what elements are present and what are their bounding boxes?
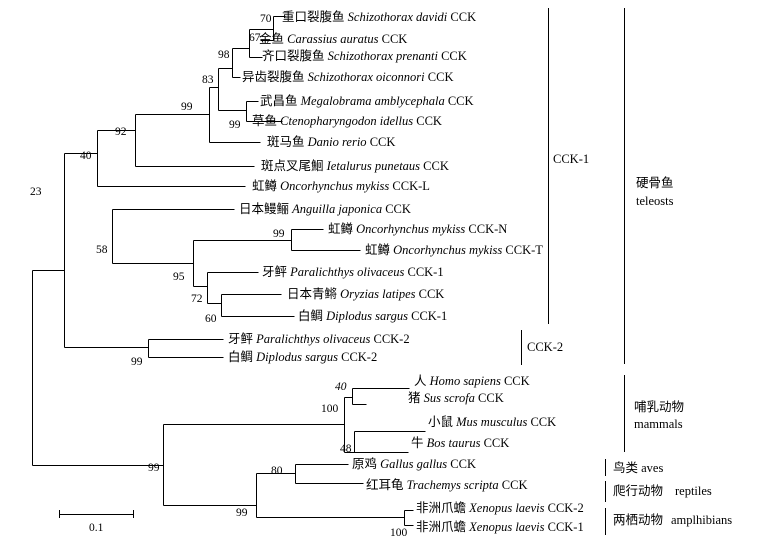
bootstrap-value: 83 [202,74,214,86]
leaf-label: 人 Homo sapiens CCK [414,374,530,388]
leaf-label: 小鼠 Mus musculus CCK [428,414,556,429]
leaf-label: 虹鳟 Oncorhynchus mykiss CCK-L [252,179,430,193]
bootstrap-value: 92 [115,126,127,138]
leaf-label: 虹鳟 Oncorhynchus mykiss CCK-N [328,222,507,236]
bootstrap-value: 70 [260,13,272,25]
leaf-label: 白鲷 Diplodus sargus CCK-1 [298,308,447,323]
leaf-label: 齐口裂腹鱼 Schizothorax prenanti CCK [262,48,467,63]
group-label-reptiles-en: reptiles [675,484,712,498]
group-labels: CCK-1 CCK-2 硬骨鱼 teleosts 哺乳动物 mammals 鸟类… [527,152,732,527]
bootstrap-value: 40 [80,150,92,162]
group-label-cck1: CCK-1 [553,152,589,166]
bootstrap-value: 58 [96,244,108,256]
leaf-label: 牙鲆 Paralichthys olivaceus CCK-2 [228,332,410,346]
group-label-amphibians-en: amplhibians [671,513,732,527]
bootstrap-value: 99 [148,462,160,474]
leaf-label: 猪 Sus scrofa CCK [408,391,504,405]
leaf-label: 牙鲆 Paralichthys olivaceus CCK-1 [262,265,444,279]
leaf-label: 日本青鳉 Oryzias latipes CCK [287,286,444,301]
scale-bar: 0.1 [59,510,134,534]
bootstrap-value: 60 [205,313,217,325]
bootstrap-value: 99 [236,507,248,519]
leaf-label: 重口裂腹鱼 Schizothorax davidi CCK [282,9,476,24]
group-brackets [521,8,625,535]
group-label-teleosts-cn: 硬骨鱼 [636,176,674,190]
leaf-label: 异齿裂腹鱼 Schizothorax oiconnori CCK [242,70,453,84]
tree-branches [32,16,426,526]
leaf-label: 日本鳗鲡 Anguilla japonica CCK [239,202,411,216]
group-label-amphibians-cn: 两栖动物 [613,512,663,527]
group-label-reptiles-cn: 爬行动物 [613,484,663,498]
leaf-label: 原鸡 Gallus gallus CCK [352,456,476,471]
scale-bar-label: 0.1 [89,522,104,534]
leaf-label: 斑点叉尾鮰 Ietalurus punetaus CCK [261,159,449,173]
leaf-labels: 重口裂腹鱼 Schizothorax davidi CCK 金鱼 Carassi… [228,9,584,534]
leaf-label: 金鱼 Carassius auratus CCK [259,31,407,46]
bootstrap-value: 99 [181,101,193,113]
bootstrap-value: 100 [321,403,339,415]
group-label-mammals-en: mammals [634,417,683,431]
leaf-label: 虹鳟 Oncorhynchus mykiss CCK-T [365,243,543,257]
leaf-label: 武昌鱼 Megalobrama amblycephala CCK [260,94,474,108]
bootstrap-value: 80 [271,465,283,477]
bootstrap-value: 99 [131,356,143,368]
group-label-mammals-cn: 哺乳动物 [634,400,684,414]
group-label-aves: 鸟类 aves [613,460,663,475]
leaf-label: 斑马鱼 Danio rerio CCK [267,135,395,149]
leaf-label: 非洲爪蟾 Xenopus laevis CCK-1 [416,520,584,534]
bootstrap-value: 67 [249,32,261,44]
bootstrap-value: 40 [335,381,347,393]
bootstrap-value: 72 [191,293,203,305]
bootstrap-value: 98 [218,49,230,61]
leaf-label: 牛 Bos taurus CCK [411,435,509,450]
bootstrap-value: 100 [390,527,408,539]
group-label-cck2: CCK-2 [527,340,563,354]
group-label-teleosts-en: teleosts [636,194,674,208]
leaf-label: 白鲷 Diplodus sargus CCK-2 [228,349,377,364]
leaf-label: 红耳龟 Trachemys scripta CCK [366,477,527,492]
bootstrap-values: 70 67 98 83 99 92 99 40 23 99 58 72 95 6… [30,13,408,539]
bootstrap-value: 95 [173,271,185,283]
bootstrap-value: 23 [30,186,42,198]
bootstrap-value: 99 [229,119,241,131]
bootstrap-value: 48 [340,443,352,455]
bootstrap-value: 99 [273,228,285,240]
scale-bar-line [59,510,134,518]
leaf-label: 草鱼 Ctenopharyngodon idellus CCK [252,114,442,128]
leaf-label: 非洲爪蟾 Xenopus laevis CCK-2 [416,501,584,515]
